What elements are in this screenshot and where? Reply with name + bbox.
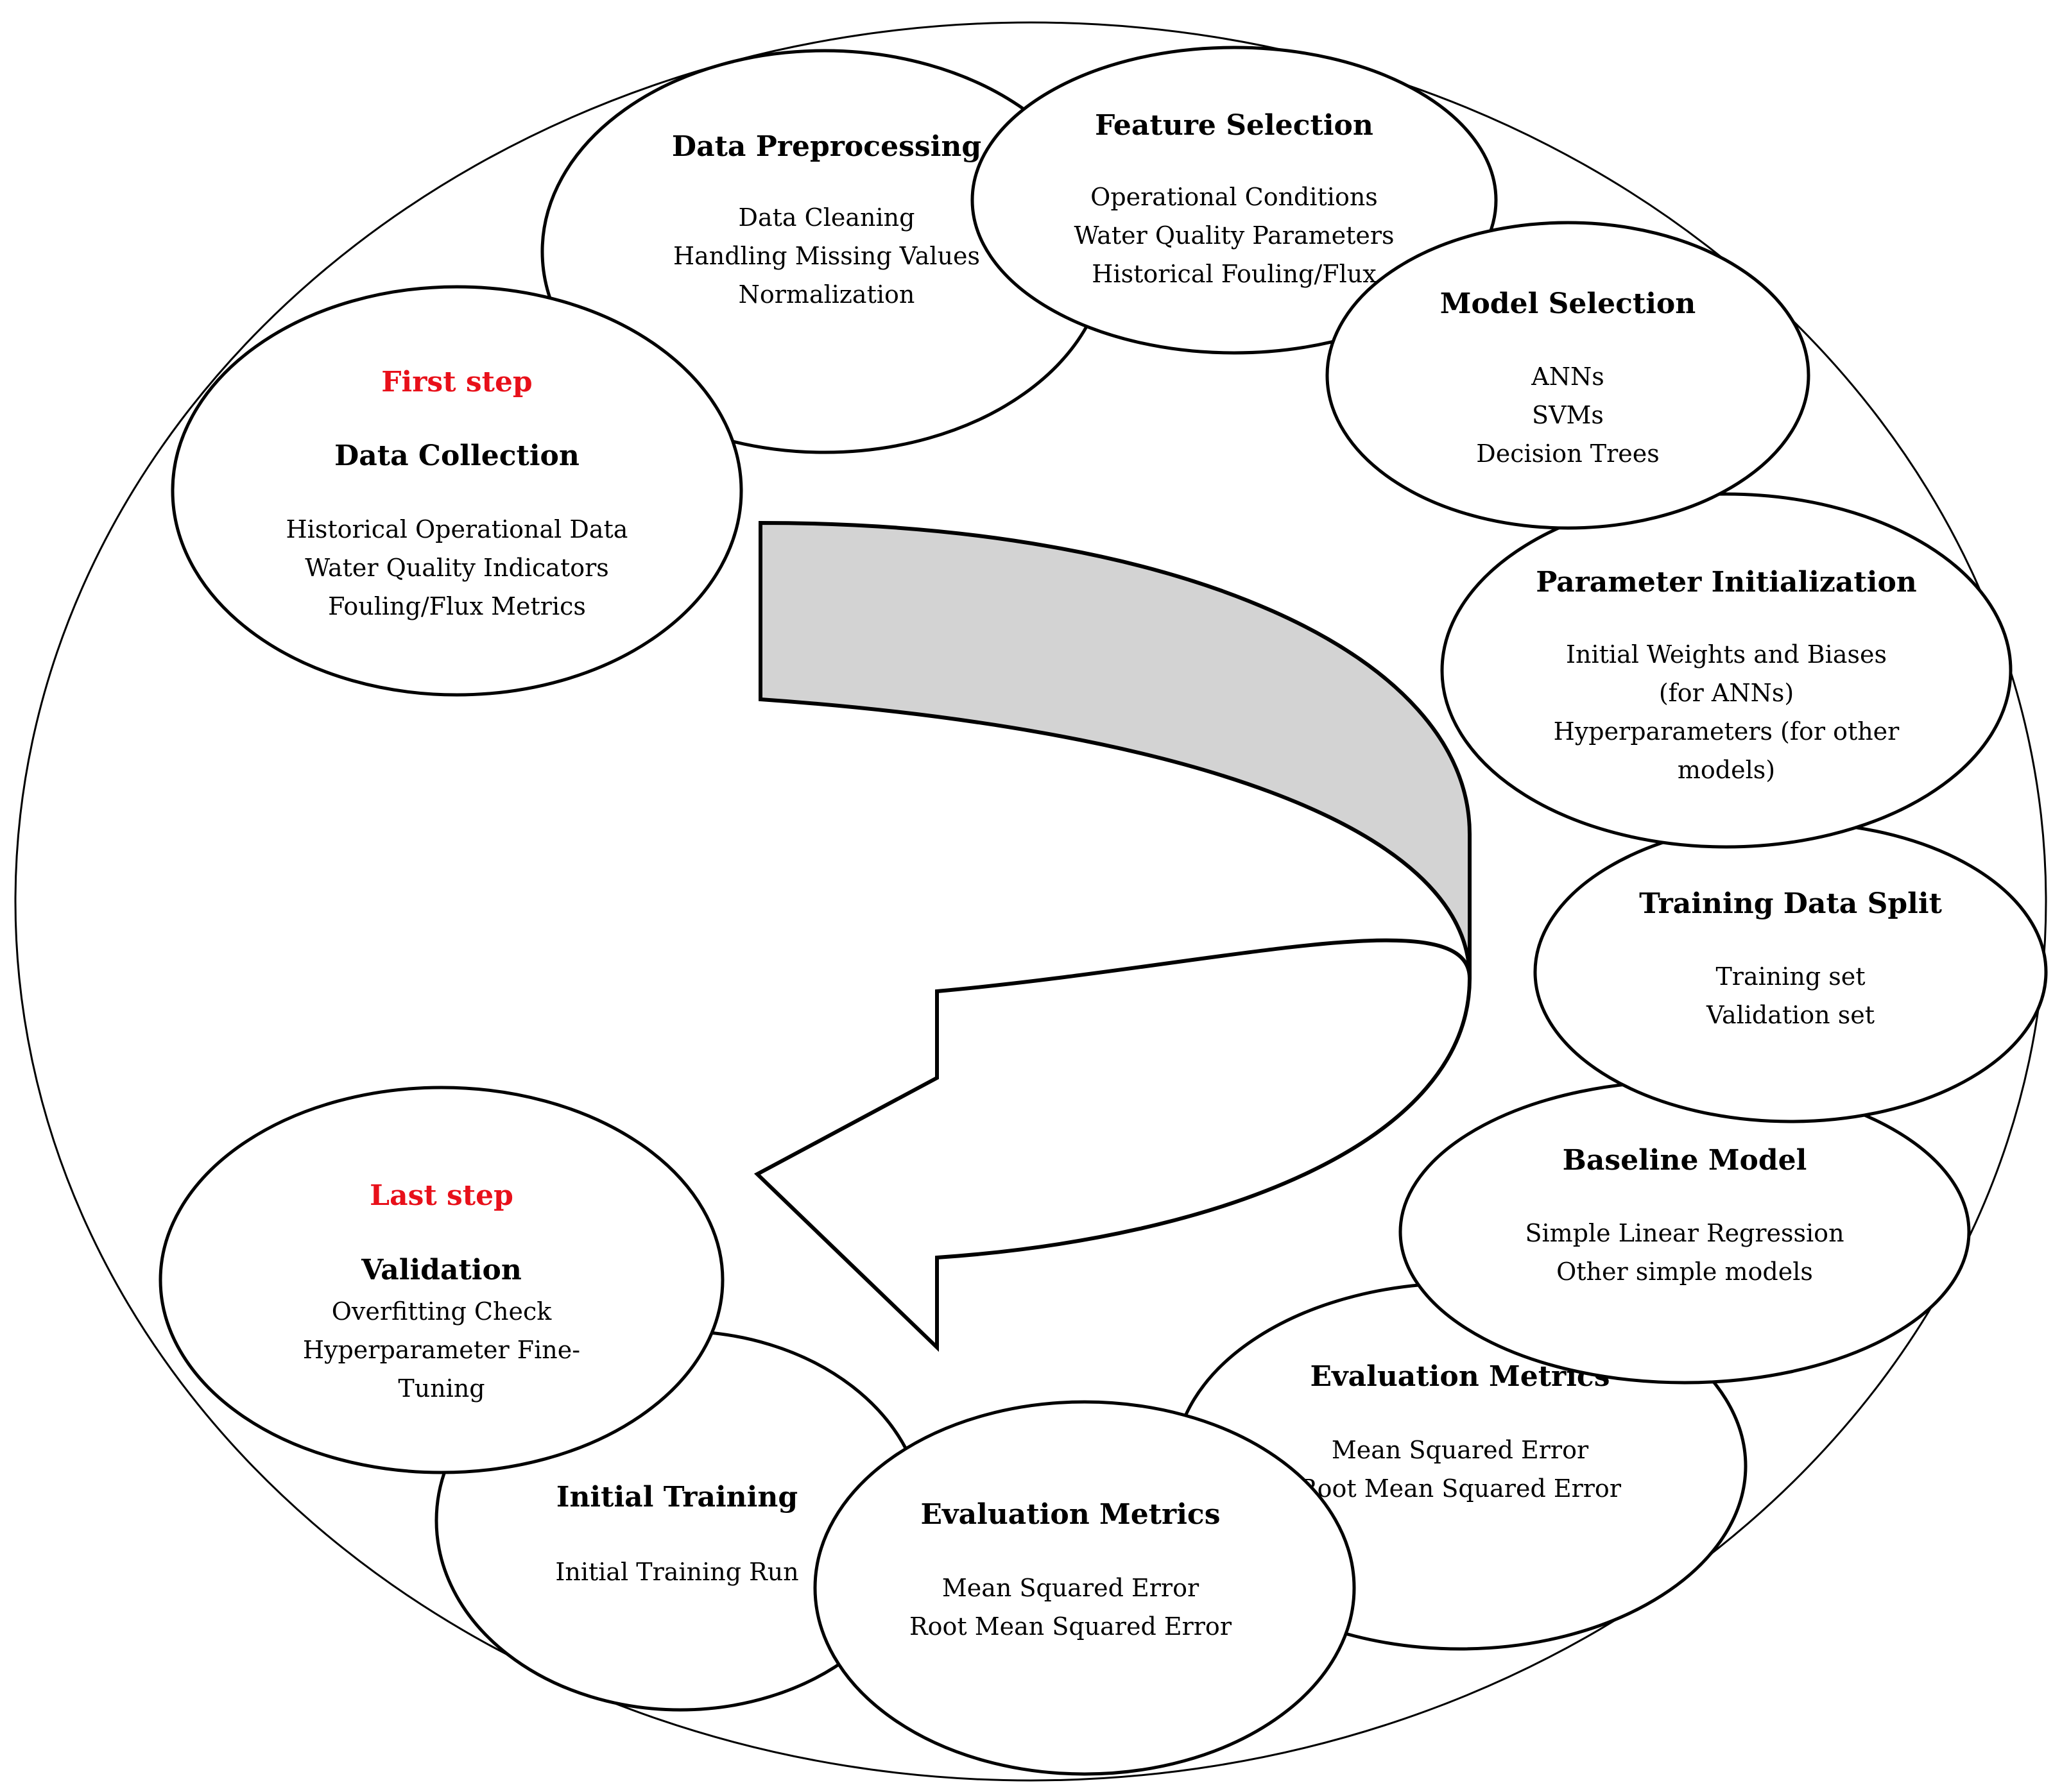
- baseline-model-title: Baseline Model: [1563, 1144, 1807, 1177]
- initial-training-line-1: Initial Training Run: [555, 1558, 798, 1586]
- node-training-data-split: Training Data Split Training set Validat…: [1533, 821, 2048, 1123]
- validation-title: Validation: [361, 1254, 522, 1286]
- feature-selection-title: Feature Selection: [1095, 109, 1373, 142]
- training-data-split-title: Training Data Split: [1639, 887, 1943, 920]
- parameter-initialization-title: Parameter Initialization: [1536, 566, 1917, 599]
- data-collection-line-1: Historical Operational Data: [286, 515, 628, 543]
- node-parameter-initialization: Parameter Initialization Initial Weights…: [1440, 492, 2013, 849]
- validation-bubble: [159, 1086, 725, 1474]
- parameter-initialization-line-2: (for ANNs): [1659, 679, 1794, 707]
- first-step-label: First step: [381, 366, 532, 398]
- node-validation: Last step Validation Overfitting Check H…: [159, 1086, 725, 1474]
- evaluation-metrics-2-line-1: Mean Squared Error: [942, 1574, 1199, 1602]
- last-step-label: Last step: [370, 1179, 513, 1212]
- validation-line-1: Overfitting Check: [332, 1297, 553, 1326]
- data-preprocessing-line-2: Handling Missing Values: [673, 242, 980, 270]
- baseline-model-line-2: Other simple models: [1556, 1258, 1813, 1286]
- node-evaluation-metrics-2: Evaluation Metrics Mean Squared Error Ro…: [813, 1400, 1356, 1776]
- training-data-split-line-2: Validation set: [1706, 1001, 1875, 1029]
- validation-line-3: Tuning: [398, 1374, 485, 1403]
- model-selection-title: Model Selection: [1440, 287, 1696, 320]
- model-selection-line-1: ANNs: [1531, 363, 1604, 391]
- node-baseline-model: Baseline Model Simple Linear Regression …: [1398, 1079, 1971, 1385]
- parameter-initialization-line-4: models): [1678, 756, 1775, 784]
- data-preprocessing-line-1: Data Cleaning: [739, 203, 915, 232]
- evaluation-metrics-1-line-1: Mean Squared Error: [1332, 1436, 1589, 1464]
- evaluation-metrics-2-title: Evaluation Metrics: [920, 1498, 1220, 1531]
- data-preprocessing-line-3: Normalization: [739, 280, 915, 309]
- evaluation-metrics-2-bubble: [813, 1400, 1356, 1776]
- outer-cycle-ring: [14, 21, 2047, 1782]
- parameter-initialization-line-1: Initial Weights and Biases: [1566, 640, 1887, 669]
- feature-selection-bubble: [970, 46, 1498, 355]
- parameter-initialization-line-3: Hyperparameters (for other: [1554, 717, 1900, 746]
- data-preprocessing-title: Data Preprocessing: [672, 130, 981, 163]
- validation-line-2: Hyperparameter Fine-: [303, 1336, 580, 1364]
- model-selection-line-3: Decision Trees: [1476, 439, 1659, 468]
- node-data-preprocessing: Data Preprocessing Data Cleaning Handlin…: [540, 49, 1109, 454]
- evaluation-metrics-1-line-2: Root Mean Squared Error: [1299, 1474, 1622, 1503]
- model-selection-bubble: [1325, 221, 1810, 530]
- data-collection-line-2: Water Quality Indicators: [305, 554, 609, 582]
- training-data-split-line-1: Training set: [1715, 962, 1865, 991]
- node-model-selection: Model Selection ANNs SVMs Decision Trees: [1325, 221, 1810, 530]
- data-collection-title: Data Collection: [334, 439, 580, 472]
- node-data-collection: First step Data Collection Historical Op…: [171, 285, 743, 697]
- data-collection-line-3: Fouling/Flux Metrics: [328, 592, 586, 620]
- node-feature-selection: Feature Selection Operational Conditions…: [970, 46, 1498, 355]
- evaluation-metrics-2-line-2: Root Mean Squared Error: [909, 1612, 1232, 1641]
- initial-training-title: Initial Training: [556, 1481, 798, 1514]
- curved-flow-arrow-body: [759, 520, 1472, 979]
- feature-selection-line-1: Operational Conditions: [1090, 183, 1378, 211]
- baseline-model-line-1: Simple Linear Regression: [1525, 1219, 1844, 1247]
- parameter-initialization-bubble: [1440, 492, 2013, 849]
- model-selection-line-2: SVMs: [1532, 401, 1604, 429]
- feature-selection-line-3: Historical Fouling/Flux: [1092, 260, 1376, 288]
- feature-selection-line-2: Water Quality Parameters: [1074, 221, 1394, 250]
- data-collection-bubble: [171, 285, 743, 697]
- curved-flow-arrow-head: [753, 938, 1472, 1353]
